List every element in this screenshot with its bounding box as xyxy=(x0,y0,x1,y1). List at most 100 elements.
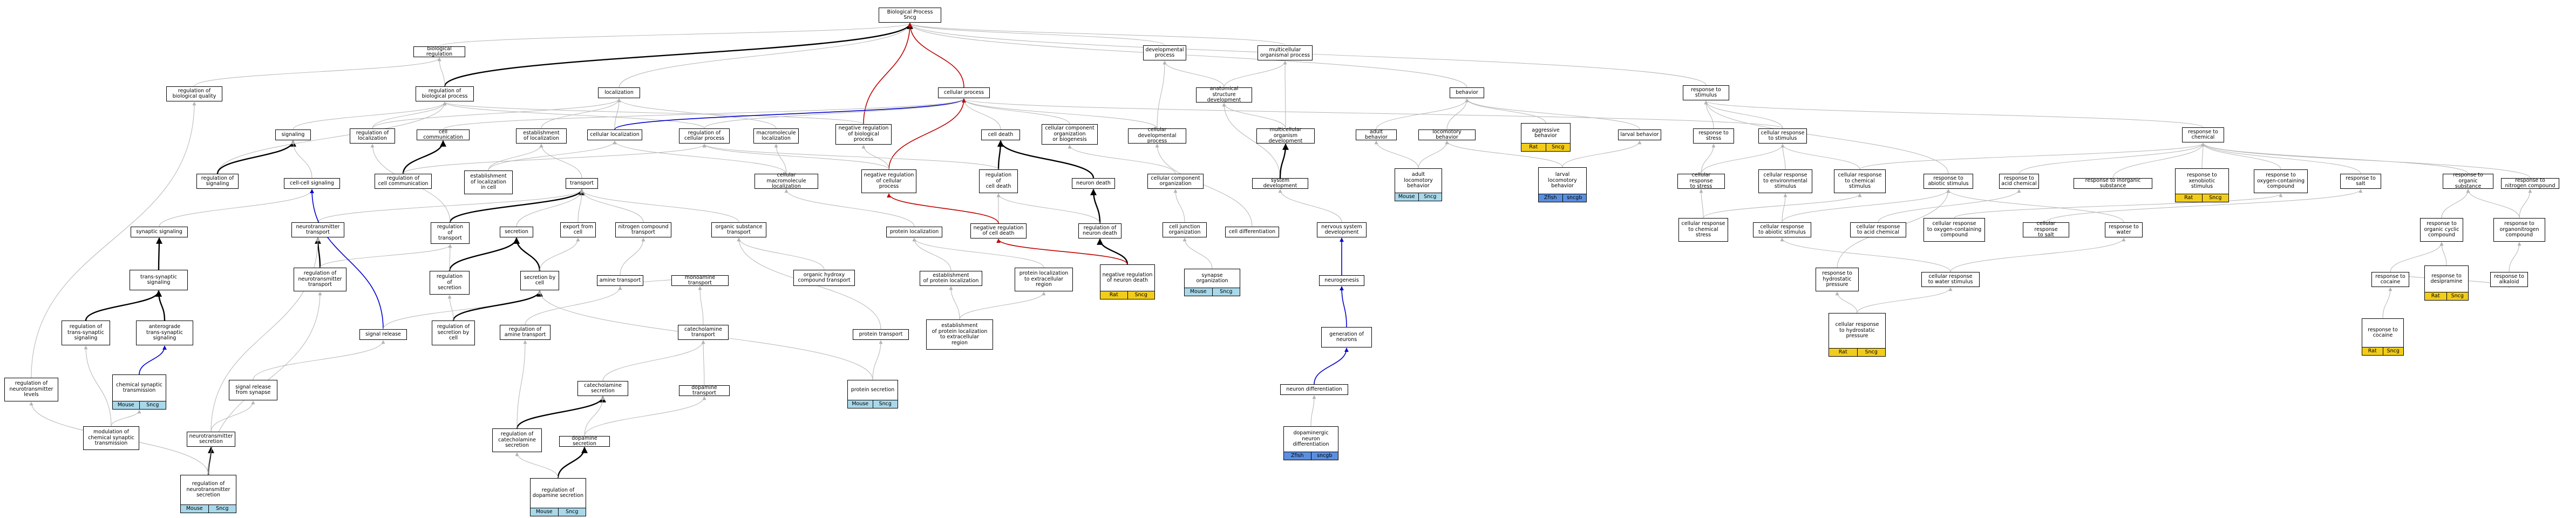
go-term-node-regtranssyn[interactable]: regulation of trans-synaptic signaling xyxy=(62,321,110,345)
go-term-node-larvalbeh[interactable]: larval behavior xyxy=(1618,130,1661,140)
go-term-node-respsalt[interactable]: response to salt xyxy=(2340,174,2381,189)
go-term-node-catecholtrans[interactable]: catecholamine transport xyxy=(678,325,729,340)
go-term-node-secretion[interactable]: secretion xyxy=(500,227,533,237)
go-term-node-localization[interactable]: localization xyxy=(598,87,640,98)
go-term-node-regcp[interactable]: regulation of cellular process xyxy=(679,128,730,144)
go-term-node-neurondeath[interactable]: neuron death xyxy=(1072,178,1115,189)
go-term-node-behavior[interactable]: behavior xyxy=(1450,87,1484,98)
go-term-node-respnitro[interactable]: response to nitrogen compound xyxy=(2501,178,2559,189)
go-term-node-respstress[interactable]: response to stress xyxy=(1693,128,1734,144)
go-term-node-bp[interactable]: Biological Process Sncg xyxy=(879,8,941,23)
go-term-node-exportcell[interactable]: export from cell xyxy=(560,222,596,237)
go-term-node-regntransport[interactable]: regulation of neurotransmitter transport xyxy=(294,268,346,291)
go-term-node-transsynsig[interactable]: trans-synaptic signaling xyxy=(130,270,188,290)
go-term-node-nsdev[interactable]: nervous system development xyxy=(1317,222,1367,237)
go-term-node-signaling[interactable]: signaling xyxy=(275,130,311,140)
go-term-node-multidev[interactable]: multicellular organism development xyxy=(1256,127,1315,144)
go-term-node-respstim[interactable]: response to stimulus xyxy=(1683,85,1729,100)
go-term-node-bioreg[interactable]: biological regulation xyxy=(413,46,465,57)
go-term-node-sigrelsyn[interactable]: signal release from synapse xyxy=(229,380,277,400)
go-term-node-respabiotic[interactable]: response to abiotic stimulus xyxy=(1923,174,1973,189)
go-term-node-orgsubtrans[interactable]: organic substance transport xyxy=(711,222,766,237)
go-term-node-systemdev[interactable]: system development xyxy=(1252,178,1308,189)
go-term-node-ccob[interactable]: cellular component organization or bioge… xyxy=(1042,124,1098,145)
go-term-node-regtransport[interactable]: regulation of transport xyxy=(431,222,470,244)
go-term-node-resporgnitro[interactable]: response to organonitrogen compound xyxy=(2493,218,2545,242)
go-term-node-multiorg[interactable]: multicellular organismal process xyxy=(1258,45,1313,60)
go-term-node-cellrespchem[interactable]: cellular response to chemical stimulus xyxy=(1834,169,1886,193)
go-term-node-cellmacroloc[interactable]: cellular macromolecule localization xyxy=(755,173,818,189)
go-term-node-celljunc[interactable]: cell junction organization xyxy=(1163,222,1207,237)
go-term-node-protlocextra[interactable]: protein localization to extracellular re… xyxy=(1015,268,1073,291)
go-term-node-estlocincell[interactable]: establishment of localization in cell xyxy=(464,171,513,194)
go-term-node-regsecretion[interactable]: regulation of secretion xyxy=(430,271,470,295)
go-term-node-negregbp[interactable]: negative regulation of biological proces… xyxy=(835,124,892,145)
go-term-node-celldevproc[interactable]: cellular developmental process xyxy=(1128,127,1186,144)
go-term-node-devproc[interactable]: developmental process xyxy=(1143,45,1186,60)
go-term-node-anatdev[interactable]: anatomical structure development xyxy=(1196,86,1252,103)
go-term-node-nitrotrans[interactable]: nitrogen compound transport xyxy=(615,222,671,237)
go-term-node-locobeh[interactable]: locomotory behavior xyxy=(1418,129,1476,140)
go-term-node-regbp[interactable]: regulation of biological process xyxy=(416,86,474,101)
go-term-node-cellrespenv[interactable]: cellular response to environmental stimu… xyxy=(1758,169,1812,193)
go-term-node-regntsec[interactable]: regulation of neurotransmitter secretion… xyxy=(180,475,236,513)
go-term-node-cellproc[interactable]: cellular process xyxy=(938,87,990,98)
go-term-node-respcocaine[interactable]: response to cocaine xyxy=(2371,272,2409,287)
go-term-node-estprotlocextra[interactable]: establishment of protein localization to… xyxy=(926,319,993,350)
go-term-node-regcellcomm[interactable]: regulation of cell communication xyxy=(375,174,432,189)
go-term-node-cellrespchemstress[interactable]: cellular response to chemical stress xyxy=(1678,218,1728,242)
go-term-node-estloc[interactable]: establishment of localization xyxy=(516,128,567,144)
go-term-node-cellloc[interactable]: cellular localization xyxy=(587,130,642,140)
go-term-node-celldeath[interactable]: cell death xyxy=(981,130,1020,140)
go-term-node-genneurons[interactable]: generation of neurons xyxy=(1321,327,1372,347)
go-term-node-monoaminetrans[interactable]: monoamine transport xyxy=(671,275,729,286)
go-term-node-respoxy[interactable]: response to oxygen-containing compound xyxy=(2254,169,2308,193)
go-term-node-protransport[interactable]: protein transport xyxy=(853,329,909,340)
go-term-node-negregcp[interactable]: negative regulation of cellular process xyxy=(861,169,916,193)
go-term-node-regneurondeath[interactable]: regulation of neuron death xyxy=(1078,223,1122,238)
go-term-node-synsig[interactable]: synaptic signaling xyxy=(131,227,188,237)
go-term-node-ntransport[interactable]: neurotransmitter transport xyxy=(291,222,344,237)
go-term-node-respwater[interactable]: response to water xyxy=(2105,222,2143,237)
go-term-node-regaminetrans[interactable]: regulation of amine transport xyxy=(500,325,550,340)
go-term-node-regntlevels[interactable]: regulation of neurotransmitter levels xyxy=(4,378,58,401)
go-term-node-macroloc[interactable]: macromolecule localization xyxy=(753,128,799,144)
go-term-node-modchem[interactable]: modulation of chemical synaptic transmis… xyxy=(83,426,139,450)
go-term-node-estprotloc[interactable]: establishment of protein localization xyxy=(920,271,982,286)
go-term-node-resphydro[interactable]: response to hydrostatic pressure xyxy=(1816,268,1859,291)
go-term-node-orghydroxy[interactable]: organic hydroxy compound transport xyxy=(793,270,855,286)
go-term-node-respalkaloid[interactable]: response to alkaloid xyxy=(2490,272,2528,287)
go-term-node-ntsecretion[interactable]: neurotransmitter secretion xyxy=(187,432,235,447)
go-term-node-respinorg[interactable]: response to inorganic substance xyxy=(2074,178,2152,189)
go-term-node-dopaminetrans[interactable]: dopamine transport xyxy=(679,385,730,396)
go-term-node-secbycell[interactable]: secretion by cell xyxy=(520,271,559,290)
go-term-node-respchem[interactable]: response to chemical xyxy=(2182,127,2224,142)
go-term-node-catechsec[interactable]: catecholamine secretion xyxy=(577,381,628,396)
go-term-node-dopaminesec[interactable]: dopamine secretion xyxy=(559,435,610,447)
go-term-node-adultbeh[interactable]: adult behavior xyxy=(1356,129,1397,140)
go-term-node-transport[interactable]: transport xyxy=(566,178,598,189)
go-term-node-regcelldeath[interactable]: regulation of cell death xyxy=(979,169,1018,193)
go-term-node-cellrespabiotic[interactable]: cellular response to abiotic stimulus xyxy=(1753,222,1811,237)
go-term-node-neurogenesis[interactable]: neurogenesis xyxy=(1319,275,1364,286)
go-term-node-cellcomm[interactable]: cell communication xyxy=(417,129,470,140)
go-term-node-neurondiff[interactable]: neuron differentiation xyxy=(1280,384,1348,395)
go-term-node-ccorg[interactable]: cellular component organization xyxy=(1147,174,1204,189)
go-term-node-regcatechsec[interactable]: regulation of catecholamine secretion xyxy=(492,428,542,452)
go-term-node-aminetrans[interactable]: amine transport xyxy=(597,275,643,286)
go-term-node-resporgcyclic[interactable]: response to organic cyclic compound xyxy=(2420,218,2463,242)
go-term-node-signalrelease[interactable]: signal release xyxy=(359,329,407,340)
go-term-node-regsecbycell[interactable]: regulation of secretion by cell xyxy=(432,321,475,345)
go-term-node-cellresphydro[interactable]: cellular response to hydrostatic pressur… xyxy=(1829,313,1886,357)
go-term-node-regsig[interactable]: regulation of signaling xyxy=(196,174,239,189)
go-term-node-regbq[interactable]: regulation of biological quality xyxy=(166,86,222,101)
